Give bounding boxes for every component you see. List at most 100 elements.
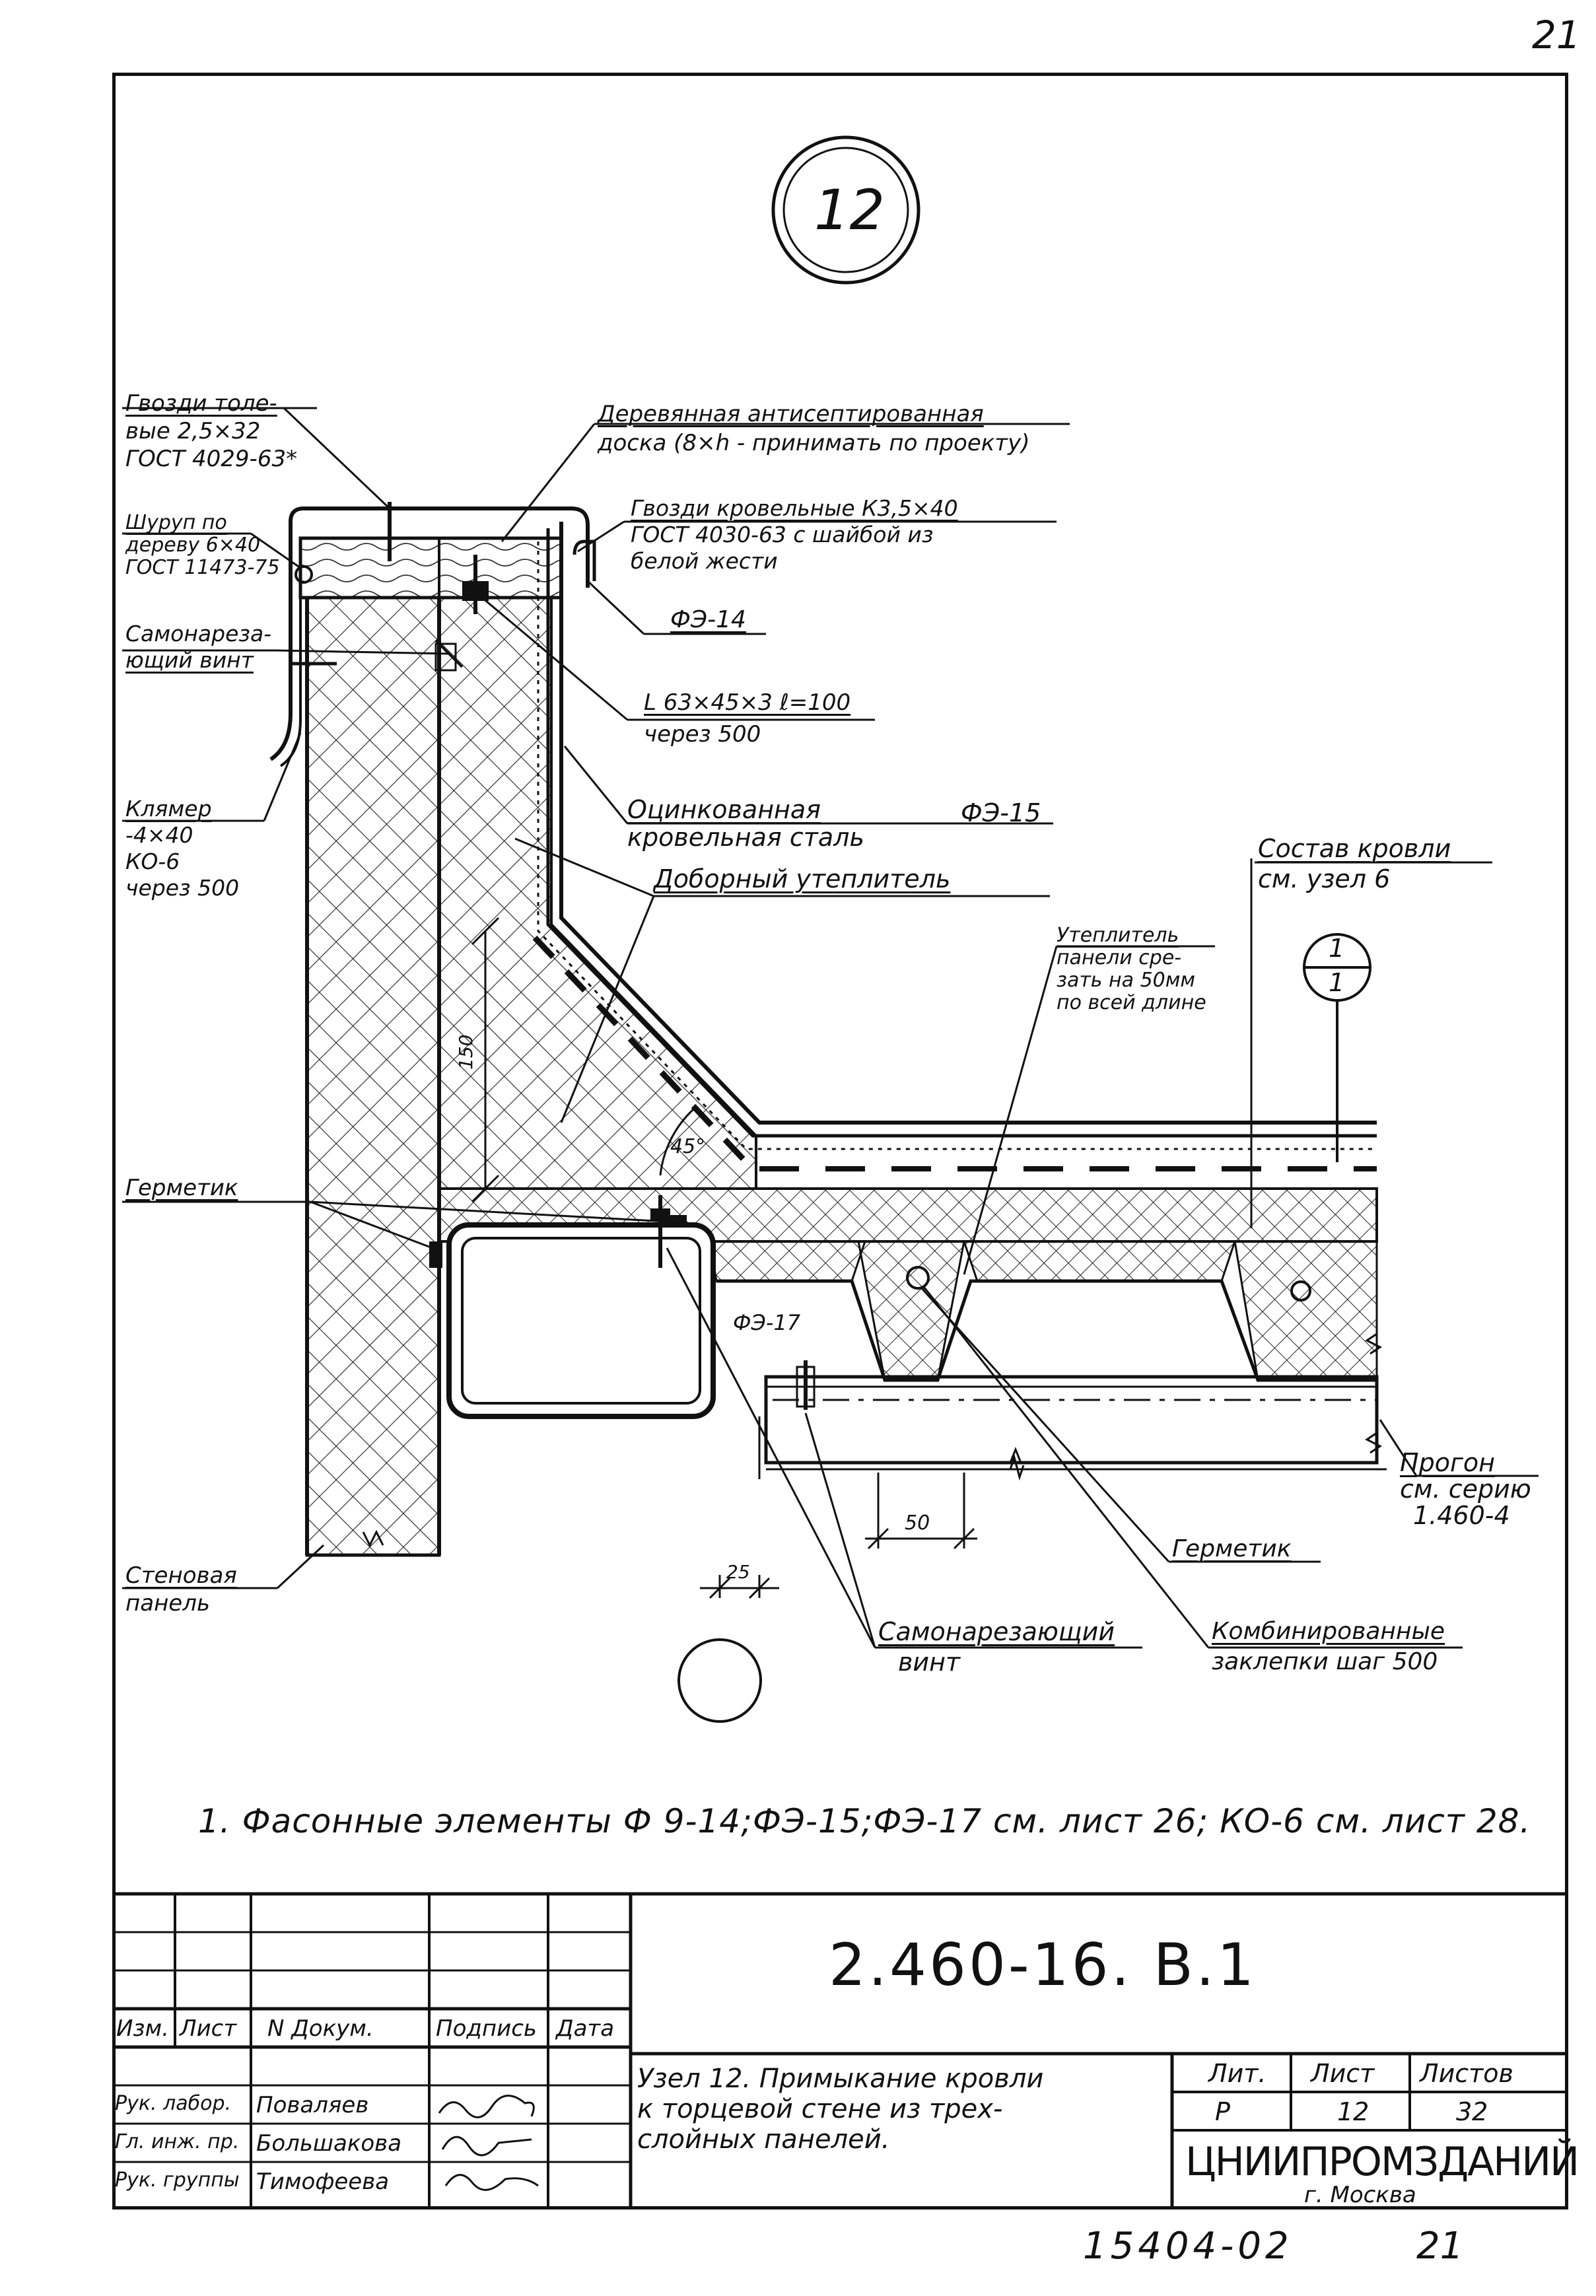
sheets-label: Листов — [1420, 2059, 1513, 2088]
label-rivets-1: Комбинированные — [1212, 1618, 1445, 1645]
steel-tube — [446, 1222, 716, 1419]
label-self-screw-bottom-1: Самонарезающий — [878, 1617, 1115, 1646]
drawing-frame — [112, 73, 1568, 2209]
bottom-stamp: 15404-02 — [1083, 2225, 1293, 2268]
label-self-screw-bottom: Самонарезающий винт — [878, 1617, 1115, 1677]
leader-lines — [122, 407, 1539, 1649]
header-list: Лист — [180, 2015, 237, 2042]
org-city: г. Москва — [1304, 2182, 1416, 2208]
label-insulation-panel-4: по всей длине — [1057, 991, 1206, 1014]
role-1: Рук. лабор. — [115, 2092, 232, 2115]
name-2: Большакова — [256, 2130, 402, 2157]
sheets-value: 32 — [1456, 2097, 1488, 2126]
label-wall-panel-2: панель — [125, 1590, 210, 1617]
label-galv-steel-1: Оцинкованная — [627, 795, 821, 824]
label-fe14: ФЭ-14 — [670, 606, 746, 633]
role-2: Гл. инж. пр. — [115, 2130, 240, 2153]
label-screw-wood: Шуруп по дереву 6×40 ГОСТ 11473-75 — [125, 512, 280, 579]
general-note: 1. Фасонные элементы Ф 9-14;ФЭ-15;ФЭ-17 … — [198, 1802, 1531, 1840]
label-angle-2: через 500 — [644, 721, 761, 748]
label-insulation-panel-3: зать на 50мм — [1057, 969, 1195, 992]
label-purlin-1: Прогон — [1400, 1448, 1496, 1477]
label-fe15: ФЭ-15 — [961, 798, 1041, 827]
header-izm: Изм. — [116, 2015, 169, 2042]
label-nails-top-1: Гвозди толе- — [125, 390, 277, 417]
label-clamp-3: КО-6 — [125, 849, 180, 874]
label-self-screw-left: Самонареза- ющий винт — [125, 621, 271, 674]
label-insulation-panel-2: панели сре- — [1057, 946, 1182, 969]
purlin — [764, 1375, 1379, 1465]
galvanised-flashing — [269, 506, 1377, 1171]
label-extra-insulation: Доборный утеплитель — [654, 864, 951, 893]
angle-45: 45° — [670, 1135, 706, 1158]
label-clamp-1: Клямер — [125, 796, 212, 821]
clamp — [572, 539, 596, 581]
lit-label: Лит. — [1208, 2059, 1266, 2088]
roof-insulation — [438, 1187, 1378, 1381]
signatures — [438, 2095, 539, 2191]
label-rivets: Комбинированные заклепки шаг 500 — [1212, 1617, 1445, 1677]
node-number: 12 — [814, 178, 885, 242]
label-board-2: доска (8×h - принимать по проекту) — [598, 430, 1030, 456]
label-rivets-2: заклепки шаг 500 — [1212, 1648, 1438, 1675]
description: Узел 12. Примыкание кровли к торцевой ст… — [637, 2064, 1043, 2155]
label-nails-top: Гвозди толе- вые 2,5×32 ГОСТ 4029-63* — [125, 390, 297, 473]
name-3: Тимофеева — [256, 2169, 390, 2195]
header-date: Дата — [556, 2015, 615, 2042]
label-galv-steel: Оцинкованная кровельная сталь — [627, 796, 864, 851]
label-purlin: Прогон см. серию 1.460-4 — [1400, 1449, 1531, 1529]
bottom-page-number: 21 — [1416, 2225, 1464, 2268]
page-number-top: 21 — [1532, 13, 1581, 57]
label-purlin-2: см. серию — [1400, 1475, 1531, 1504]
org-name: ЦНИИПРОМЗДАНИЙ — [1185, 2139, 1579, 2185]
label-clamp-2: -4×40 — [125, 822, 193, 848]
sheet-value: 12 — [1337, 2097, 1370, 2126]
label-clamp: Клямер -4×40 КО-6 через 500 — [125, 796, 239, 901]
description-3: слойных панелей. — [637, 2124, 890, 2155]
label-roof-comp-2: см. узел 6 — [1258, 864, 1391, 893]
label-self-screw-left-2: ющий винт — [125, 647, 254, 673]
label-galv-steel-2: кровельная сталь — [627, 823, 864, 852]
header-signature: Подпись — [436, 2015, 537, 2042]
label-board: Деревянная антисептированная доска (8×h … — [598, 400, 1029, 458]
label-sealant-right: Герметик — [1172, 1535, 1292, 1562]
profiled-deck — [716, 1279, 1377, 1382]
label-clamp-4: через 500 — [125, 875, 240, 901]
label-purlin-3: 1.460-4 — [1413, 1501, 1510, 1530]
label-nails-top-3: ГОСТ 4029-63* — [125, 446, 298, 472]
section-mark-top: 1 — [1329, 934, 1345, 963]
label-sealant-left: Герметик — [125, 1175, 238, 1201]
dim-50: 50 — [905, 1512, 930, 1535]
reference-circle — [677, 1638, 762, 1723]
name-1: Поваляев — [256, 2092, 369, 2118]
label-self-screw-bottom-2: винт — [898, 1648, 961, 1677]
label-wall-panel: Стеновая панель — [125, 1562, 237, 1617]
label-screw-wood-3: ГОСТ 11473-75 — [125, 556, 280, 579]
header-doc: N Докум. — [267, 2015, 374, 2042]
node-circle — [771, 135, 920, 285]
dimension-lines — [471, 917, 1387, 1599]
description-1: Узел 12. Примыкание кровли — [637, 2064, 1044, 2094]
section-mark-bottom: 1 — [1329, 968, 1345, 997]
label-insulation-panel-1: Утеплитель — [1057, 924, 1179, 947]
doc-code: 2.460-16. В.1 — [829, 1931, 1257, 1999]
dim-25: 25 — [726, 1561, 750, 1583]
label-fe17: ФЭ-17 — [733, 1310, 801, 1335]
label-roof-comp: Состав кровли см. узел 6 — [1258, 833, 1451, 894]
label-screw-wood-1: Шуруп по — [125, 511, 227, 534]
label-board-1: Деревянная антисептированная — [598, 401, 984, 427]
label-nails-top-2: вые 2,5×32 — [125, 418, 261, 444]
description-2: к торцевой стене из трех- — [637, 2094, 1003, 2124]
sheet-label: Лист — [1311, 2059, 1375, 2088]
label-self-screw-left-1: Самонареза- — [125, 621, 272, 646]
label-angle: L 63×45×3 ℓ=100 через 500 — [644, 687, 850, 750]
label-roof-nails-1: Гвозди кровельные К3,5×40 — [631, 495, 958, 521]
section-mark — [1250, 858, 1382, 1454]
label-roof-nails-2: ГОСТ 4030-63 с шайбой из — [631, 522, 934, 547]
label-angle-1: L 63×45×3 ℓ=100 — [644, 689, 851, 716]
role-3: Рук. группы — [115, 2169, 240, 2192]
lit-value: Р — [1215, 2097, 1230, 2126]
label-wall-panel-1: Стеновая — [125, 1562, 237, 1589]
